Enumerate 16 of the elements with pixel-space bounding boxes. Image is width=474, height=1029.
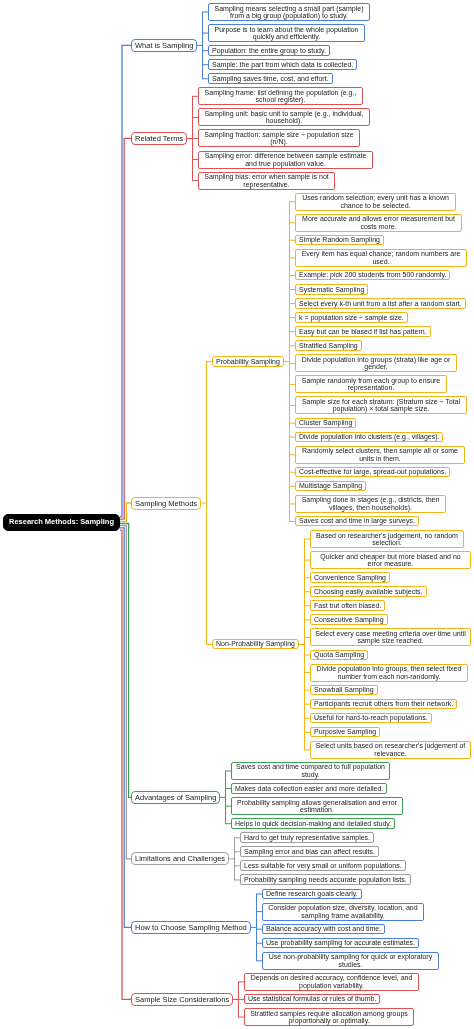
connector-line [119, 527, 132, 929]
connector-line [250, 893, 263, 962]
connector-line [119, 529, 132, 1001]
connector-line [186, 95, 199, 182]
connector-line [119, 522, 132, 798]
connector-line [119, 137, 132, 520]
connector-line [283, 200, 296, 523]
connector-line [219, 770, 232, 825]
connector-line [119, 502, 132, 522]
connector-line [196, 11, 209, 80]
connector-line [232, 980, 245, 1018]
connector-line [228, 836, 241, 881]
connector-line [119, 525, 132, 860]
connector-line [200, 360, 213, 646]
connector-line [298, 538, 311, 751]
connector-line [119, 44, 132, 518]
